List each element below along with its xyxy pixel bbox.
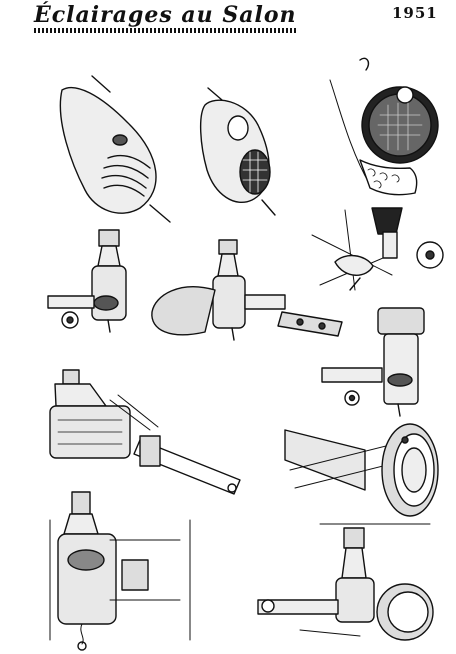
title-underline (34, 28, 298, 33)
page-title: Éclairages au Salon (34, 2, 297, 28)
bottom-headlamp-dynamo-illustration (258, 524, 433, 640)
year-label: 1951 (392, 4, 438, 22)
frame-headlamp-illustration (285, 424, 438, 516)
bottom-dynamo-illustration (50, 492, 190, 650)
headlamp-dynamo-illustration (152, 240, 342, 340)
dynamo-illustration (48, 230, 126, 332)
dynamo-bracket-illustration (322, 308, 424, 416)
wheel-hub-dynamo-illustration (312, 208, 443, 290)
round-reflector-illustration (330, 58, 438, 194)
frame-dynamo-illustration (50, 370, 240, 494)
teardrop-lamp-illustration (60, 76, 170, 222)
rear-lamp-illustration (201, 88, 275, 215)
